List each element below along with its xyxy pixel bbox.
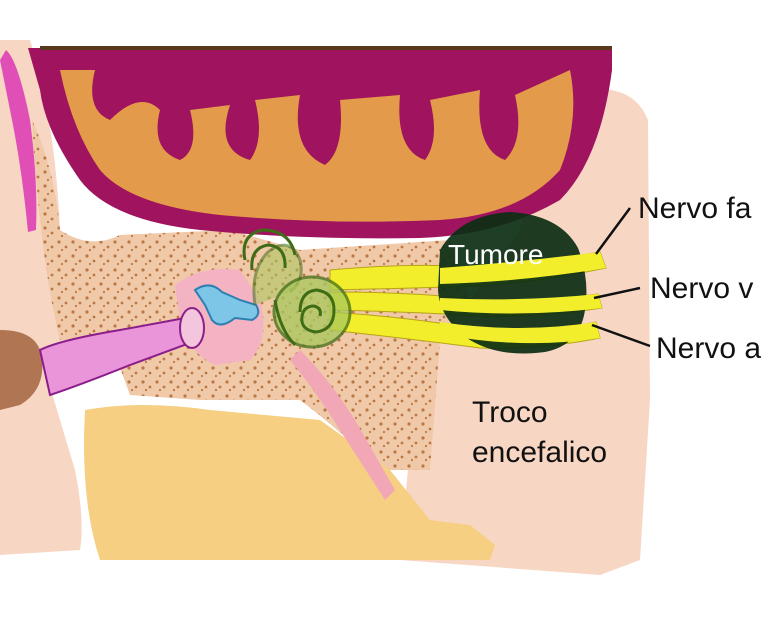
pink-vessel (290, 350, 395, 500)
vestibular-nerve-label: Nervo v (650, 272, 753, 305)
tumor (438, 212, 587, 354)
ear-lobe (0, 330, 43, 410)
label-leaders (591, 207, 651, 348)
brainstem-label-line1: Troco (472, 396, 548, 429)
cochlea (242, 228, 352, 349)
cerebellum-folia (60, 70, 574, 222)
ossicles (193, 284, 260, 326)
eardrum (179, 307, 205, 349)
leader-acoustic (591, 323, 651, 348)
acoustic-nerve-label: Nervo a (656, 332, 761, 365)
facial-nerve-label: Nervo fa (638, 192, 752, 225)
brainstem-label-line2: encefalico (472, 436, 607, 469)
tumor-label: Tumore (448, 239, 543, 270)
leader-vestibular (593, 286, 641, 300)
pink-strip (0, 50, 37, 232)
lower-tissue (84, 405, 495, 560)
nerve-strands (440, 252, 606, 344)
leader-facial (594, 207, 632, 255)
